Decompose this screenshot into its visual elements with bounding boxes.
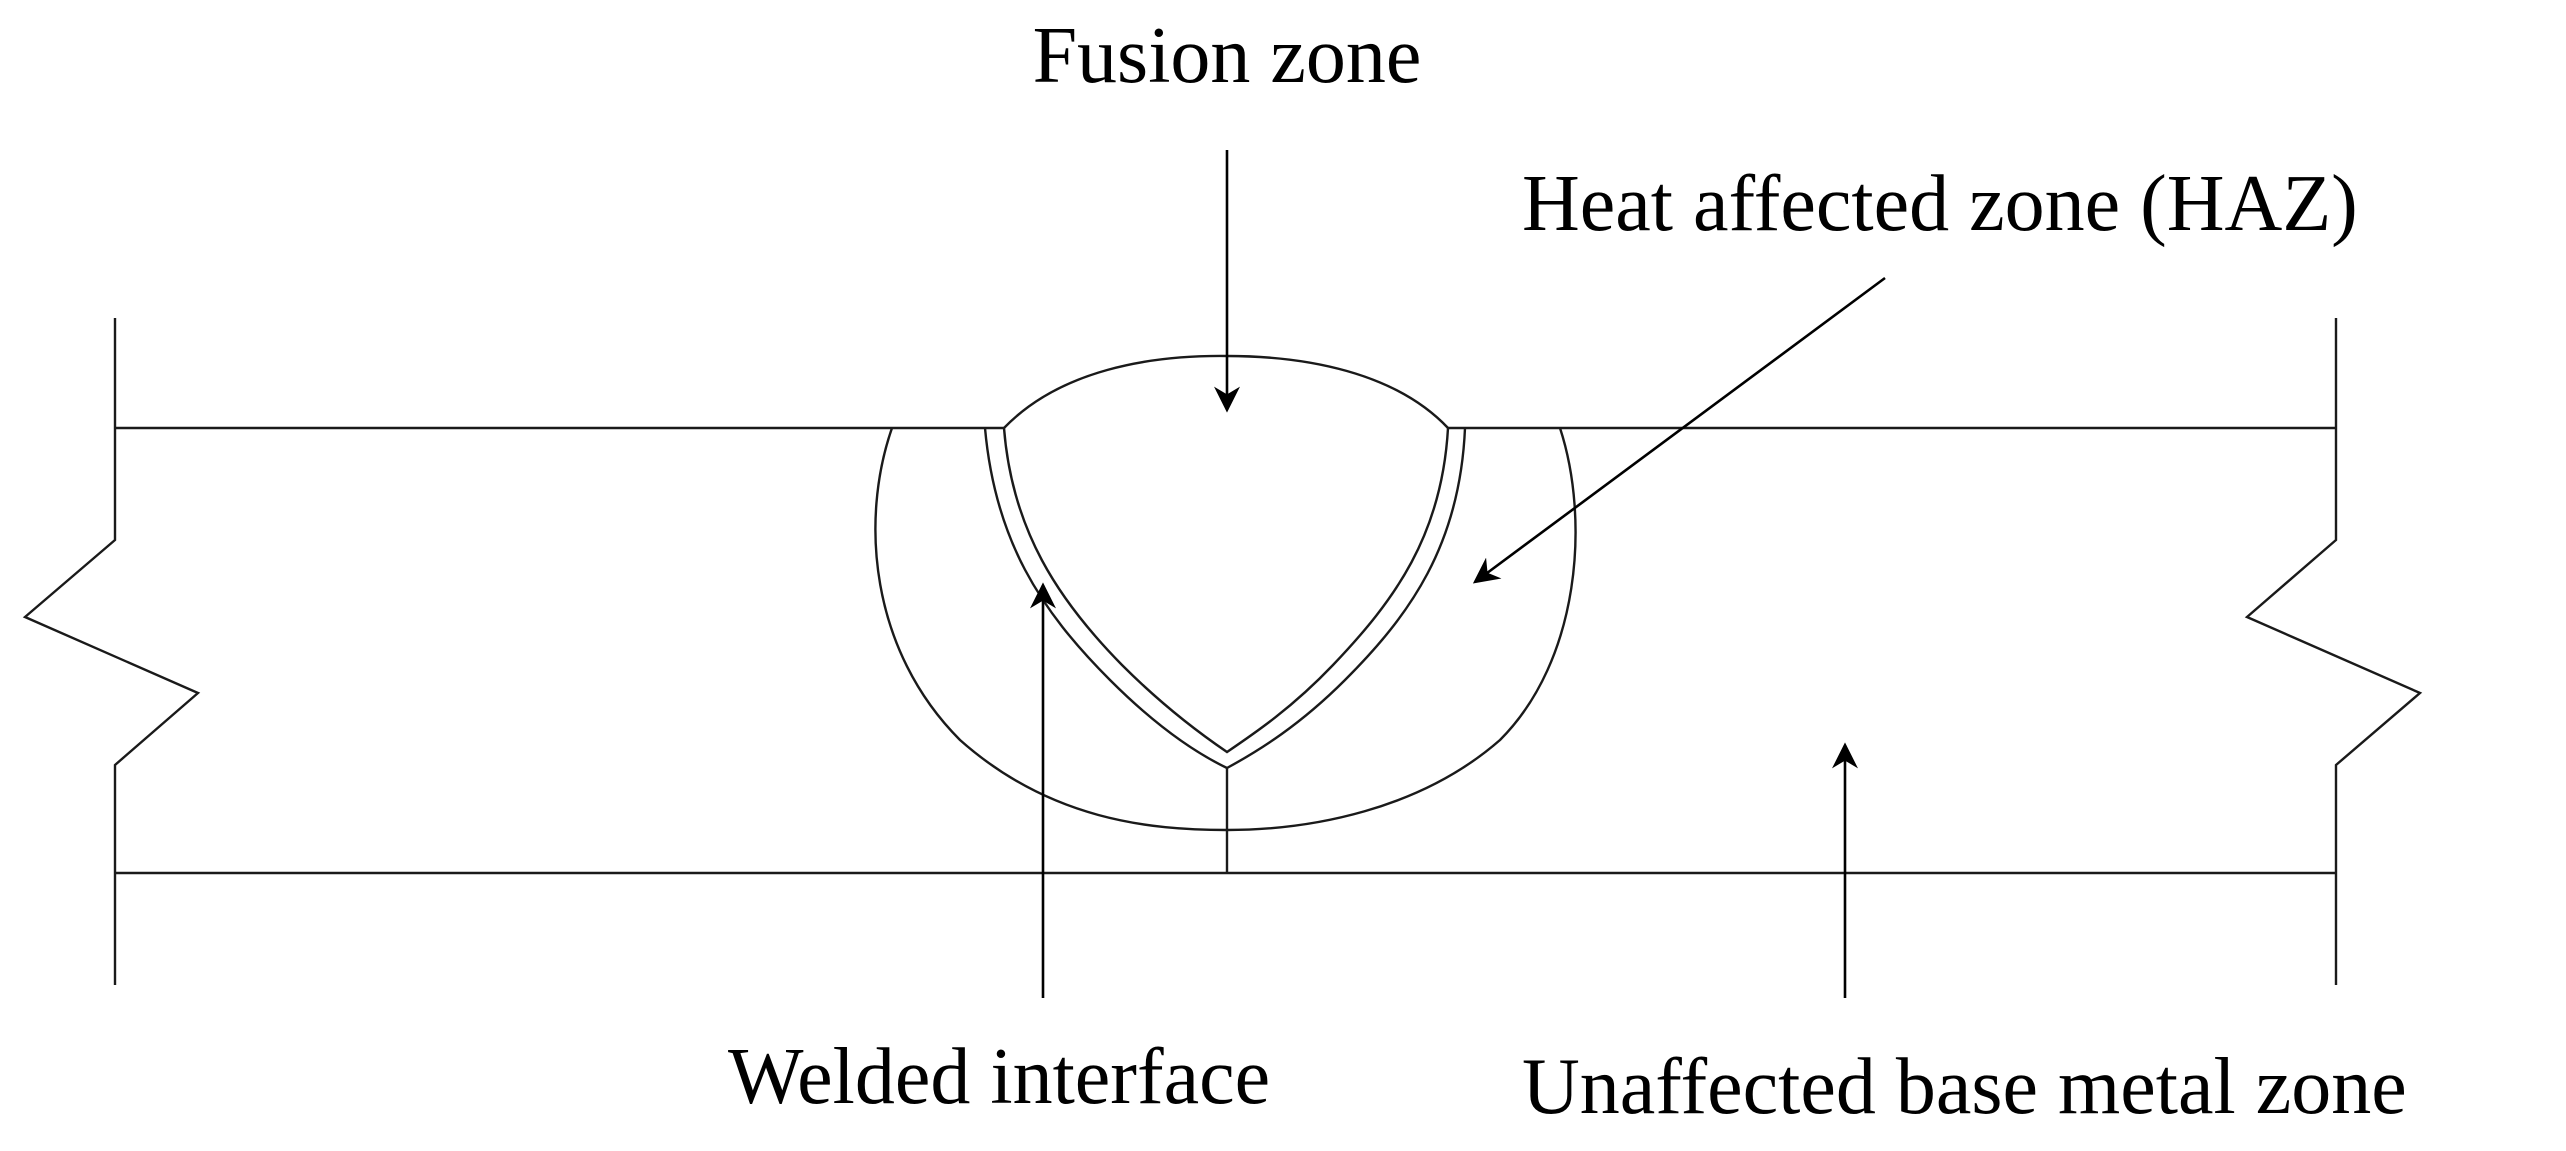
fusion-zone-label: Fusion zone [1033, 12, 1422, 100]
right-break-line [2244, 318, 2423, 985]
welded-interface-outer [983, 427, 1467, 770]
welded-interface-label: Welded interface [728, 1033, 1270, 1121]
haz-outer-boundary [874, 427, 1577, 832]
haz-arrow [1472, 276, 1886, 584]
unaffected-base-metal-label: Unaffected base metal zone [1522, 1043, 2407, 1131]
left-break-line [22, 318, 201, 985]
haz-label: Heat affected zone (HAZ) [1522, 160, 2358, 248]
welded-interface-inner [1002, 427, 1450, 754]
